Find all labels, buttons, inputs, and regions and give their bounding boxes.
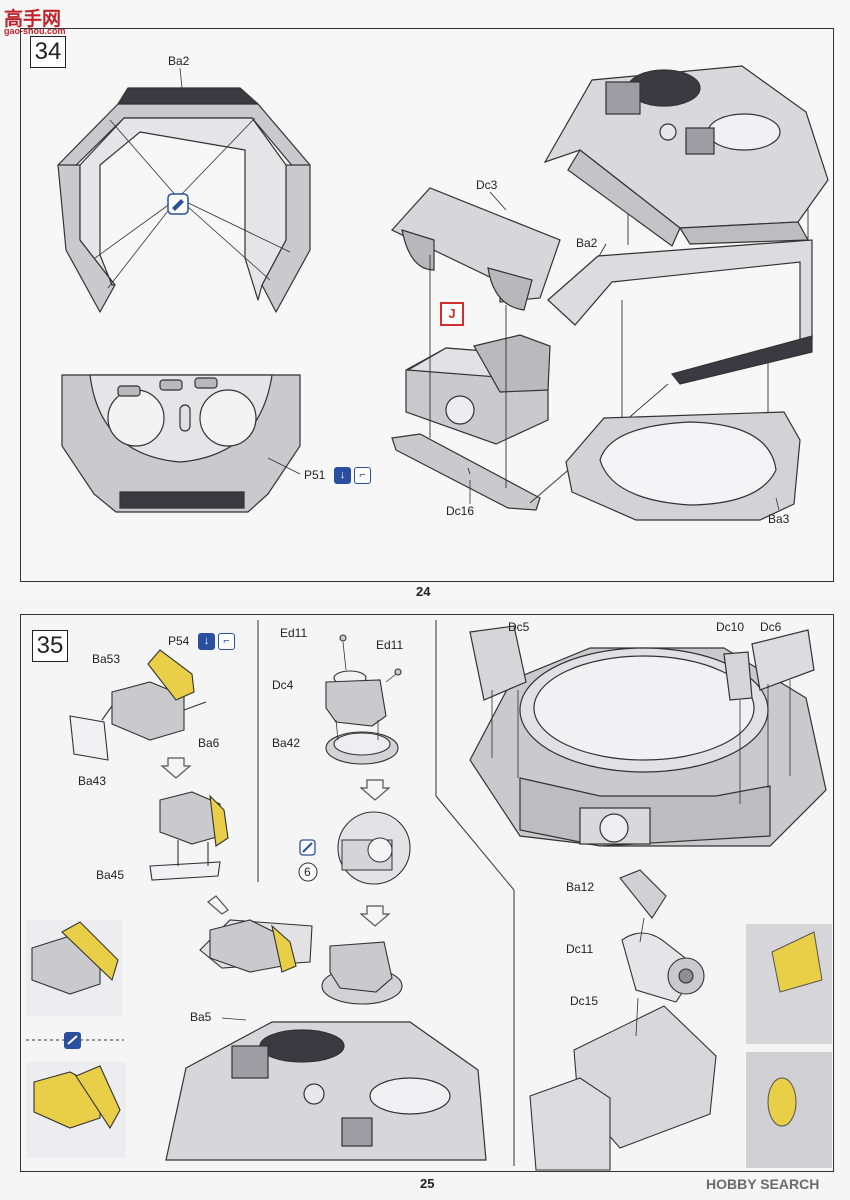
- ba2-side-plates: [547, 239, 813, 385]
- label-ba53: Ba53: [92, 652, 121, 666]
- label-ba2-left: Ba2: [168, 54, 190, 68]
- label-ba42: Ba42: [272, 736, 301, 750]
- label-ba45: Ba45: [96, 868, 125, 882]
- label-dc10: Dc10: [716, 620, 745, 634]
- label-ba43: Ba43: [78, 774, 107, 788]
- glue-icon: [167, 193, 189, 215]
- label-ba2-right: Ba2: [576, 236, 598, 250]
- step-number-34: 34: [30, 36, 66, 68]
- dc3-mount-part: [391, 187, 561, 311]
- label-dc5: Dc5: [508, 620, 530, 634]
- watermark-brand: HOBBY SEARCH: [706, 1176, 820, 1192]
- step-34-drawing: [57, 65, 829, 521]
- dc11-part: [621, 932, 705, 1003]
- label-dc4: Dc4: [272, 678, 294, 692]
- label-ba5: Ba5: [190, 1010, 212, 1024]
- circle-detail-view: [337, 811, 411, 885]
- label-ed11-left: Ed11: [280, 626, 308, 640]
- label-dc16: Dc16: [446, 504, 475, 518]
- ba2-frame-part: [57, 87, 311, 313]
- flip-over-icon: ↓: [198, 633, 215, 650]
- label-dc6: Dc6: [760, 620, 782, 634]
- periscope-on-plate: [199, 919, 313, 973]
- label-p51: P51: [304, 468, 326, 482]
- step-35-drawing: [26, 620, 832, 1171]
- step-34-frame: [20, 28, 834, 582]
- label-dc15: Dc15: [570, 994, 599, 1008]
- turret-roof-bottom: [165, 1021, 487, 1161]
- dc16-bar-part: [391, 433, 541, 511]
- turret-floor-view: [61, 374, 301, 513]
- dc15-part: [529, 1005, 717, 1171]
- label-dc3: Dc3: [476, 178, 498, 192]
- turret-interior-part: [469, 625, 827, 847]
- label-ba3: Ba3: [768, 512, 790, 526]
- label-dc11: Dc11: [566, 942, 594, 956]
- label-ba12: Ba12: [566, 880, 595, 894]
- instruction-page-24: 高手网 gao-shou.com 34: [4, 9, 834, 599]
- step-number-35: 35: [32, 630, 68, 662]
- turret-roof-part: [543, 65, 829, 247]
- page-number-25: 25: [420, 1176, 435, 1191]
- ba12-part: [619, 869, 667, 919]
- dc4-ba42-assembly: [325, 634, 402, 765]
- photo-etch-icon: ⌐: [354, 467, 371, 484]
- label-circle-6: 6: [304, 865, 311, 879]
- watermark-logo: 高手网: [4, 9, 62, 30]
- j-gun-mount: [405, 334, 551, 445]
- label-ba6: Ba6: [198, 736, 220, 750]
- subassembly-j-marker: J: [440, 302, 464, 326]
- instruction-page-25: 35: [0, 600, 850, 1200]
- page-number-24: 24: [416, 584, 431, 599]
- photo-etch-icon: ⌐: [218, 633, 235, 650]
- rotate-view-icon: [64, 1032, 81, 1049]
- step-35-frame: [20, 614, 834, 1172]
- photo-inset-lower: [746, 1052, 832, 1168]
- ba3-ring-part: [565, 411, 801, 521]
- watermark-url: gao-shou.com: [4, 26, 66, 36]
- label-p54: P54: [168, 634, 190, 648]
- detail-inset-top: [26, 920, 122, 1016]
- ba53-periscope-part: [69, 649, 207, 761]
- photo-inset-upper: [746, 924, 832, 1044]
- ba45-periscope-stage: [149, 791, 229, 881]
- flip-over-icon: ↓: [334, 467, 351, 484]
- arrow-down-icon: [160, 757, 391, 927]
- cut-icon: [299, 839, 316, 856]
- turret-ring-mounted: [321, 941, 403, 1005]
- label-ed11-right: Ed11: [376, 638, 404, 652]
- detail-inset-bottom: [26, 1062, 126, 1158]
